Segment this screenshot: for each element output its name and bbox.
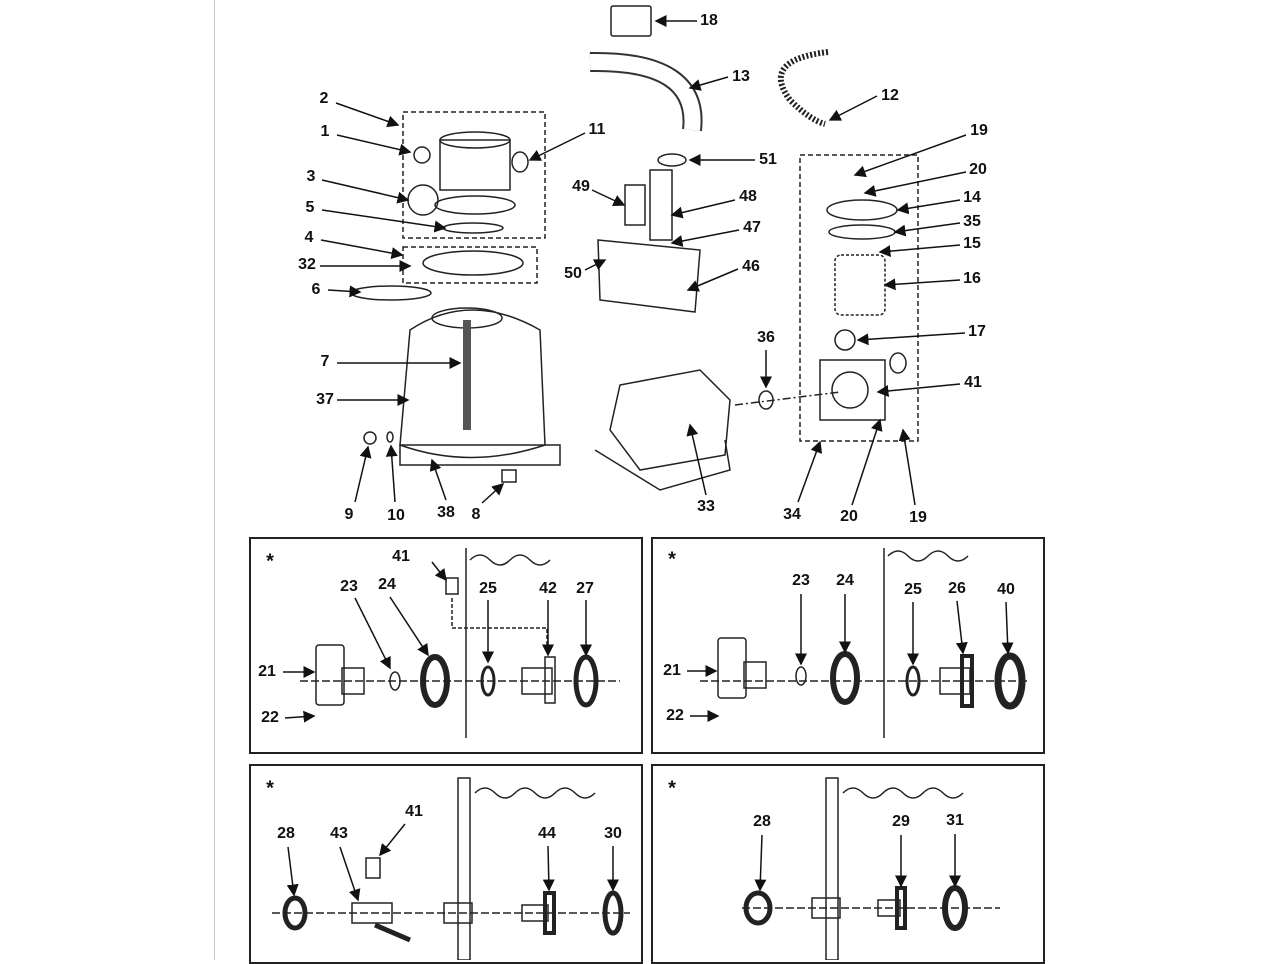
detail-panel-4 — [651, 764, 1045, 964]
callout-label: 37 — [316, 391, 334, 408]
detail-panel-1 — [249, 537, 643, 754]
pump-part — [609, 369, 731, 471]
callout-label: 50 — [564, 265, 582, 282]
strainer-housing-part — [819, 359, 886, 421]
valve-group-box — [402, 111, 546, 239]
callout-label: 51 — [759, 151, 777, 168]
callout-label: 23 — [340, 578, 358, 595]
panel-star: * — [266, 777, 274, 800]
part-1 — [413, 146, 431, 164]
callout-label: 22 — [666, 707, 684, 724]
callout-label: 27 — [576, 580, 594, 597]
callout-label: 33 — [697, 498, 715, 515]
callout-label: 23 — [792, 572, 810, 589]
callout-label: 8 — [471, 506, 481, 523]
filter-tank-part — [399, 309, 546, 459]
callout-label: 43 — [330, 825, 348, 842]
callout-label: 22 — [261, 709, 279, 726]
chlorinator-part — [597, 239, 701, 313]
panel-star: * — [668, 777, 676, 800]
callout-label: 36 — [757, 329, 775, 346]
callout-label: 32 — [298, 256, 316, 273]
panel-star: * — [266, 550, 274, 573]
callout-label: 21 — [663, 662, 681, 679]
detail-panel-3 — [249, 764, 643, 964]
callout-label: 19 — [909, 509, 927, 526]
callout-label: 6 — [311, 281, 321, 298]
callout-label: 20 — [969, 161, 987, 178]
multiport-valve-part — [439, 139, 511, 191]
callout-label: 31 — [946, 812, 964, 829]
callout-label: 1 — [320, 123, 330, 140]
callout-label: 2 — [319, 90, 329, 107]
callout-label: 44 — [538, 825, 556, 842]
callout-label: 20 — [840, 508, 858, 525]
callout-label: 40 — [997, 581, 1015, 598]
callout-label: 16 — [963, 270, 981, 287]
panel-star: * — [668, 548, 676, 571]
pressure-gauge — [407, 184, 439, 216]
callout-label: 41 — [392, 548, 410, 565]
callout-label: 28 — [753, 813, 771, 830]
callout-label: 49 — [572, 178, 590, 195]
callout-label: 35 — [963, 213, 981, 230]
callout-label: 17 — [968, 323, 986, 340]
callout-label: 34 — [783, 506, 801, 523]
callout-label: 14 — [963, 189, 981, 206]
callout-label: 41 — [964, 374, 982, 391]
callout-label: 19 — [970, 122, 988, 139]
callout-label: 4 — [304, 229, 314, 246]
callout-label: 12 — [881, 87, 899, 104]
callout-label: 28 — [277, 825, 295, 842]
detail-panel-2 — [651, 537, 1045, 754]
callout-label: 41 — [405, 803, 423, 820]
callout-label: 29 — [892, 813, 910, 830]
callout-label: 7 — [320, 353, 330, 370]
callout-label: 30 — [604, 825, 622, 842]
callout-label: 25 — [479, 580, 497, 597]
strainer-group-box — [799, 154, 919, 442]
callout-label: 9 — [344, 506, 354, 523]
strainer-basket-part — [834, 254, 886, 316]
callout-label: 10 — [387, 507, 405, 524]
callout-label: 24 — [836, 572, 854, 589]
callout-label: 38 — [437, 504, 455, 521]
strainer-lid-part — [826, 199, 898, 221]
corrugated-hose-part — [777, 49, 829, 127]
p1-part-21 — [315, 644, 345, 706]
callout-label: 18 — [700, 12, 718, 29]
callout-label: 15 — [963, 235, 981, 252]
callout-label: 46 — [742, 258, 760, 275]
page-edge — [214, 0, 215, 960]
callout-label: 13 — [732, 68, 750, 85]
callout-label: 25 — [904, 581, 922, 598]
callout-label: 3 — [306, 168, 316, 185]
callout-label: 47 — [743, 219, 761, 236]
callout-label: 21 — [258, 663, 276, 680]
callout-label: 48 — [739, 188, 757, 205]
control-panel-part — [610, 5, 652, 37]
callout-label: 5 — [305, 199, 315, 216]
callout-label: 26 — [948, 580, 966, 597]
callout-label: 24 — [378, 576, 396, 593]
callout-label: 42 — [539, 580, 557, 597]
callout-label: 11 — [588, 121, 606, 138]
